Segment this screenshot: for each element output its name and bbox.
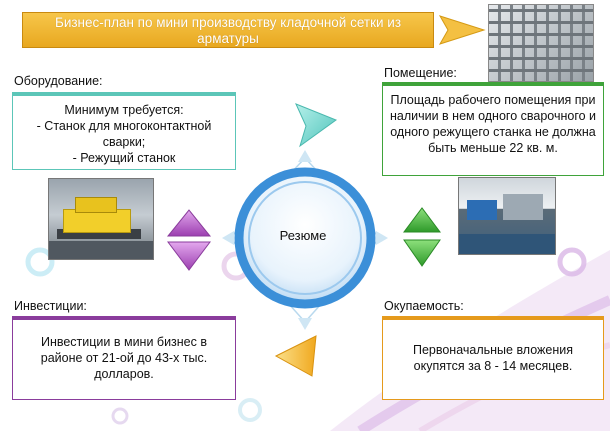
- title-banner: Бизнес-план по мини производству кладочн…: [22, 12, 434, 48]
- investment-box: Инвестиции в мини бизнес в районе от 21-…: [12, 316, 236, 400]
- green-arrow-icon: [403, 207, 441, 267]
- equipment-line: - Режущий станок: [72, 151, 176, 165]
- welding-machine-photo: [48, 178, 154, 260]
- payback-text: Первоначальные вложения окупятся за 8 - …: [412, 343, 574, 373]
- equipment-box: Минимум требуется: - Станок для многокон…: [12, 92, 236, 170]
- equipment-line: - Станок для многоконтактной сварки;: [36, 119, 212, 149]
- purple-arrow-icon: [166, 209, 212, 271]
- teal-arrow-icon: [295, 103, 338, 148]
- payback-box: Первоначальные вложения окупятся за 8 - …: [382, 316, 604, 400]
- equipment-line: Минимум требуется:: [64, 103, 184, 117]
- room-box: Площадь рабочего помещения при наличии в…: [382, 82, 604, 176]
- room-label: Помещение:: [384, 66, 457, 80]
- workshop-photo: [458, 177, 556, 255]
- orange-arrow-icon: [274, 335, 317, 377]
- center-ring: [234, 167, 376, 309]
- mesh-photo: [488, 4, 594, 82]
- equipment-label: Оборудование:: [14, 74, 103, 88]
- center-label: Резюме: [279, 228, 327, 243]
- arrow-right-icon: [438, 15, 486, 45]
- payback-label: Окупаемость:: [384, 299, 464, 313]
- room-text: Площадь рабочего помещения при наличии в…: [389, 93, 597, 155]
- investment-text: Инвестиции в мини бизнес в районе от 21-…: [40, 335, 208, 381]
- investment-label: Инвестиции:: [14, 299, 87, 313]
